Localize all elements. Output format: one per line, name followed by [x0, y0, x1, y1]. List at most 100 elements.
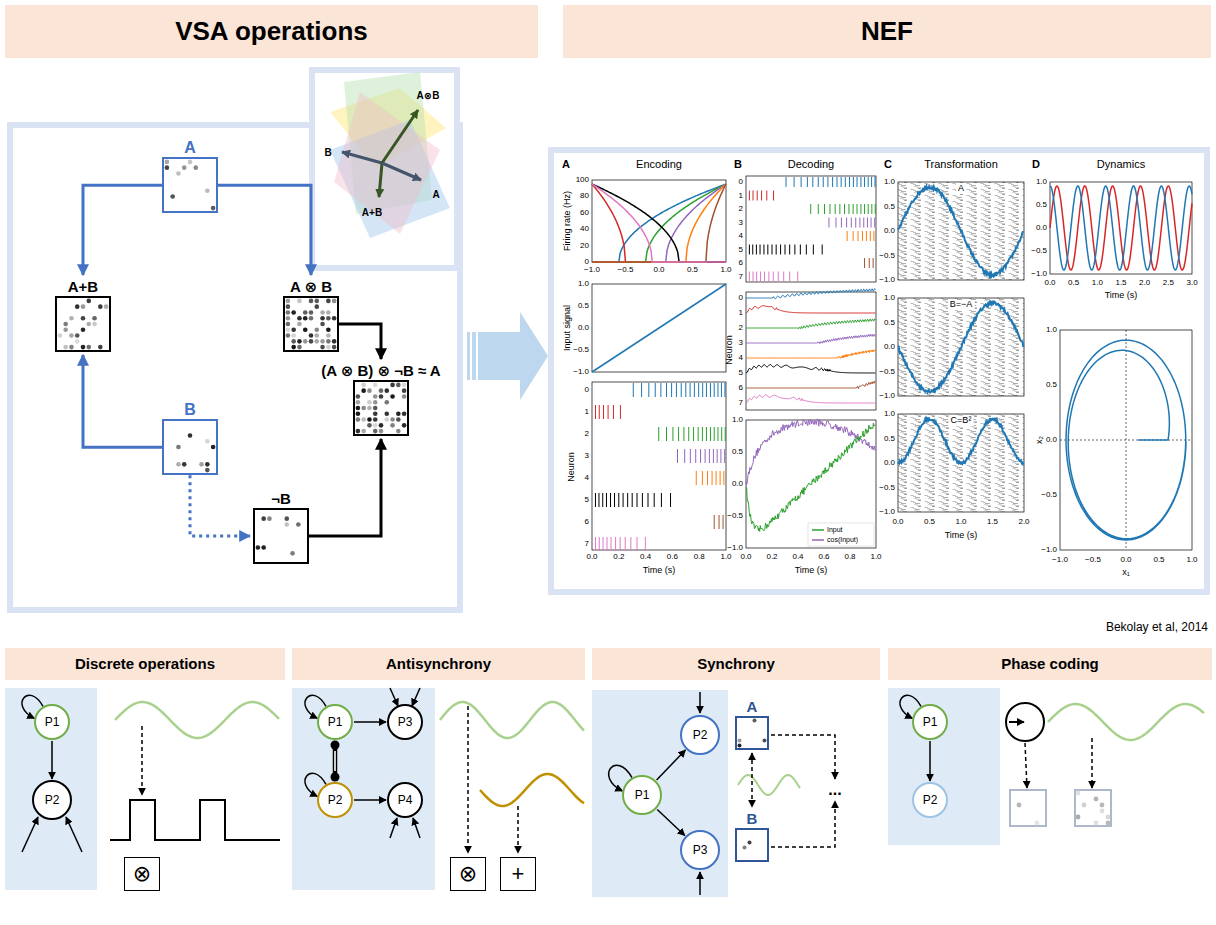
- tick-label: 0: [739, 294, 743, 303]
- spike: [661, 493, 662, 507]
- nef-frame: [551, 150, 1207, 592]
- spike: [860, 204, 861, 214]
- tick-label: −1.0: [1031, 270, 1047, 279]
- tick-label: 0.4: [792, 553, 803, 562]
- tick-label: −0.5: [879, 483, 895, 492]
- spike: [714, 383, 715, 397]
- spike: [749, 245, 750, 255]
- plot-curve: [592, 184, 726, 262]
- wave: [480, 774, 584, 806]
- spike: [846, 218, 847, 228]
- tick-label: 0.0: [892, 518, 903, 527]
- vector-pattern: [285, 298, 337, 350]
- section-header: Synchrony: [592, 648, 880, 680]
- vector-pattern: [355, 382, 407, 434]
- section-header: Discrete operations: [5, 648, 285, 680]
- vector-square: [162, 419, 218, 475]
- vector-element: [396, 383, 401, 388]
- vector-element: [58, 333, 63, 338]
- vector-element: [309, 310, 314, 315]
- spike: [773, 272, 774, 282]
- header-text: Antisynchrony: [386, 655, 491, 673]
- spike: [863, 218, 864, 228]
- vector-element: [165, 160, 170, 165]
- tick-label: 2.0: [1018, 518, 1029, 527]
- vector-element: [303, 339, 308, 344]
- tick-label: 0.0: [1036, 224, 1047, 233]
- tick-label: 1.0: [720, 553, 731, 562]
- vector-element: [81, 316, 86, 321]
- vector-element: [1076, 815, 1081, 820]
- vector-arrow: [379, 163, 382, 197]
- axis-label: Input signal: [563, 305, 573, 351]
- header-text: Phase coding: [1001, 655, 1099, 673]
- tick-label: 3.0: [1186, 279, 1197, 288]
- vector-element: [291, 345, 296, 350]
- spike: [862, 231, 863, 241]
- spike: [702, 427, 703, 441]
- tick-label: 40: [580, 225, 589, 234]
- clock-symbol: [1006, 703, 1044, 741]
- legend-sample: [812, 539, 824, 541]
- tick-label: 7: [739, 272, 743, 281]
- tick-label: −0.5: [879, 251, 895, 260]
- spike: [599, 537, 600, 551]
- clock-hand: [1009, 721, 1024, 723]
- spike: [797, 272, 798, 282]
- vector-element: [402, 423, 407, 428]
- vector-element: [286, 310, 291, 315]
- tick-label: −1.0: [879, 508, 895, 517]
- spike: [672, 427, 673, 441]
- vector-element: [284, 516, 289, 521]
- spike: [807, 177, 808, 187]
- vector-label: ¬B: [271, 490, 291, 508]
- vector-element: [69, 345, 74, 350]
- spike: [757, 191, 758, 201]
- vector-element: [1076, 791, 1081, 796]
- tick-label: −1.0: [584, 266, 600, 275]
- vector-box: A: [735, 698, 769, 750]
- spike: [654, 493, 655, 507]
- figure-label: C: [884, 158, 892, 170]
- tick-label: −1.0: [727, 544, 743, 553]
- spike: [645, 537, 646, 551]
- spike: [794, 177, 795, 187]
- tick-label: 0: [585, 386, 589, 395]
- vector-label: B: [184, 400, 196, 419]
- tick-label: −0.5: [1085, 556, 1101, 565]
- vector-element: [291, 327, 296, 332]
- spike: [867, 218, 868, 228]
- tick-label: 0.4: [640, 553, 651, 562]
- figure-label: A: [432, 189, 439, 200]
- tick-label: −1.0: [1052, 556, 1068, 565]
- vector-element: [1035, 821, 1040, 826]
- plot-curve: [746, 365, 875, 373]
- axis-label: Time (s): [1105, 291, 1138, 301]
- spike: [723, 471, 724, 485]
- inset-frame: [312, 70, 457, 268]
- spike: [595, 537, 596, 551]
- spike: [806, 245, 807, 255]
- tick-label: 1.0: [955, 518, 966, 527]
- tick-label: −1.0: [879, 392, 895, 401]
- arrow-line: [517, 806, 519, 853]
- vector-element: [69, 333, 74, 338]
- vector-element: [188, 433, 193, 438]
- vector-element: [373, 400, 378, 405]
- arrow-line: [1025, 743, 1027, 788]
- vector-element: [326, 333, 331, 338]
- spike: [698, 383, 699, 397]
- node-label: P1: [328, 715, 343, 729]
- plot-curve: [746, 395, 875, 403]
- spike: [749, 272, 750, 282]
- tick-label: 100: [576, 176, 589, 185]
- spike: [606, 493, 607, 507]
- vector-element: [379, 429, 384, 434]
- node-label: P4: [398, 793, 413, 807]
- vector-element: [373, 423, 378, 428]
- spike: [720, 449, 721, 463]
- arrow-line: [141, 726, 143, 795]
- spike: [871, 204, 872, 214]
- spike: [753, 191, 754, 201]
- population-node: P3: [680, 830, 720, 870]
